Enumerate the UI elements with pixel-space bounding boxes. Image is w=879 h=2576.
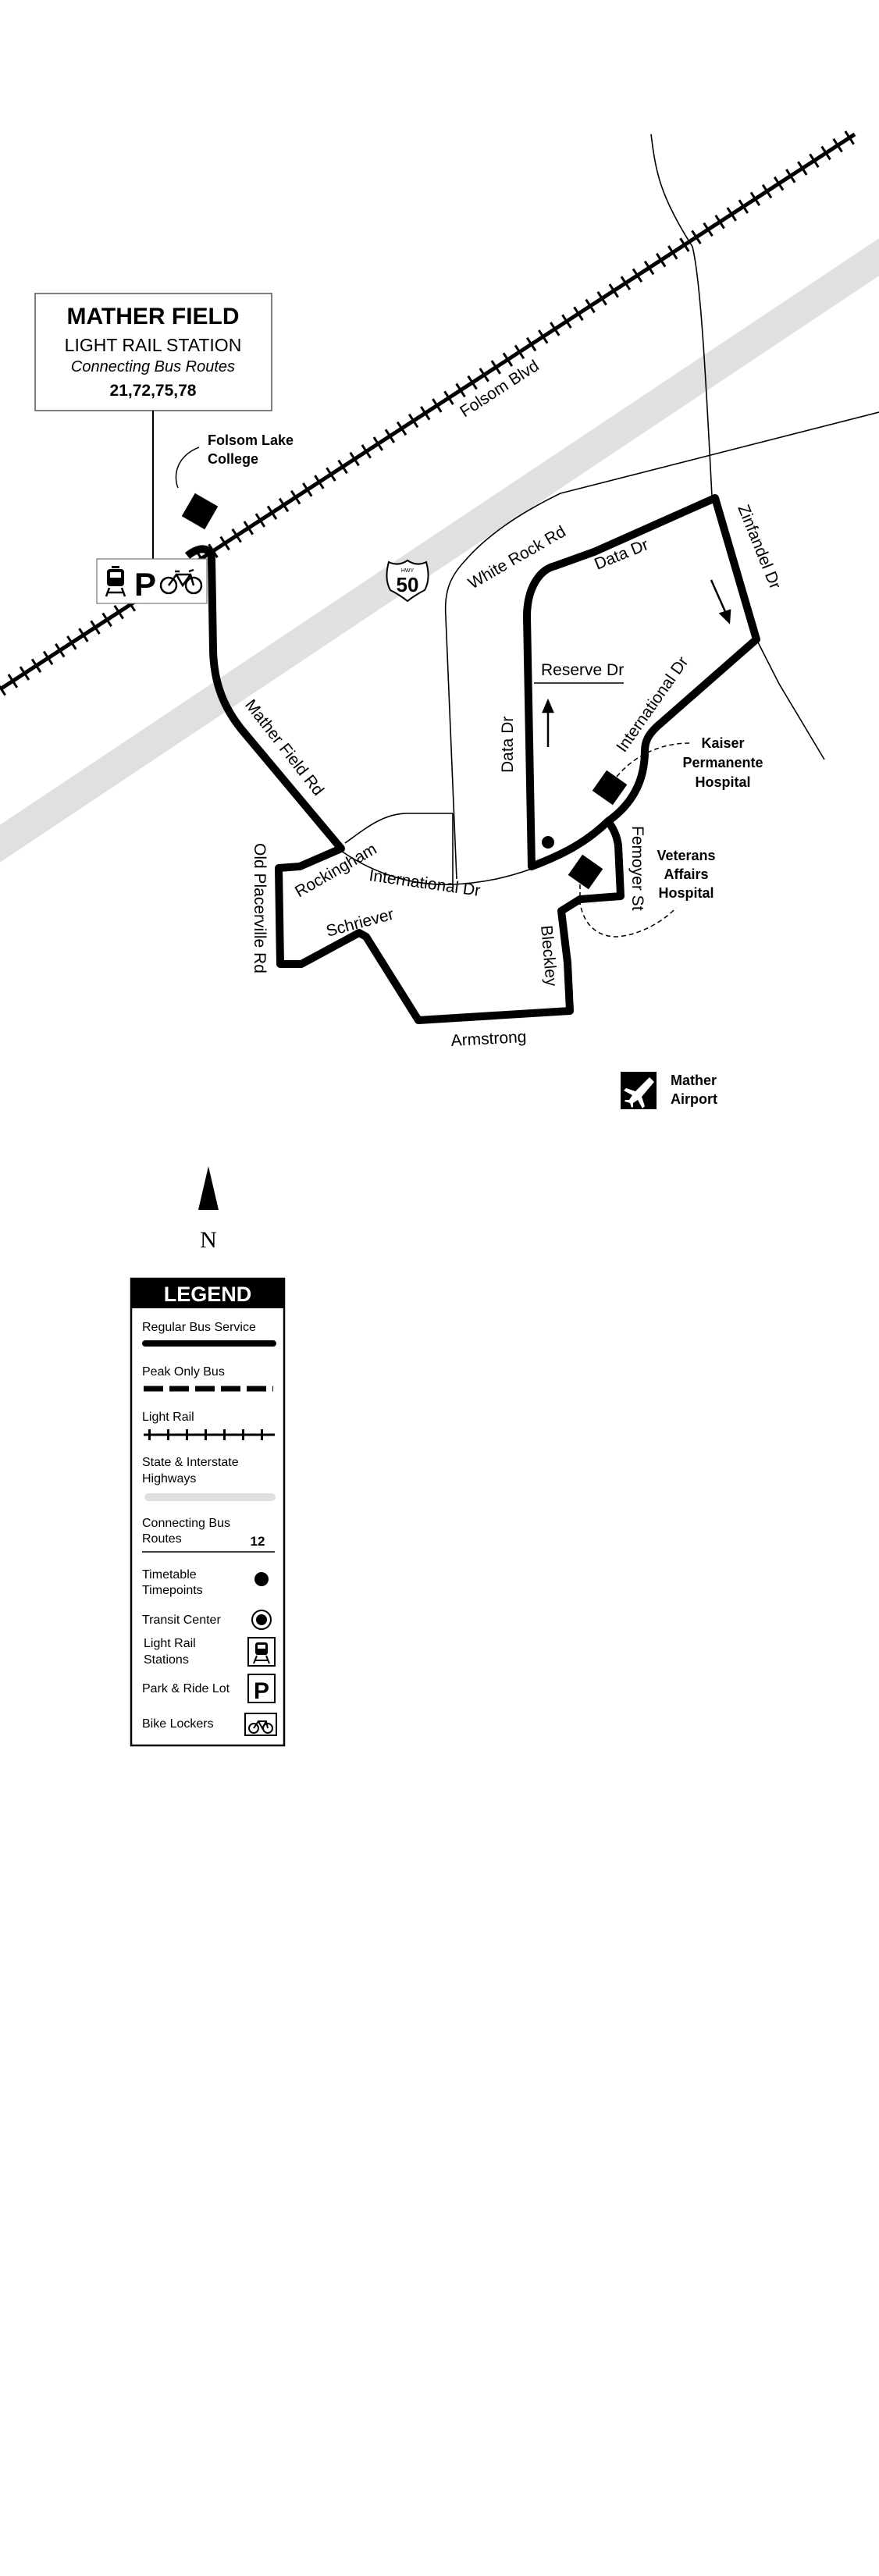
- legend-highways-2: Highways: [142, 1472, 196, 1485]
- shield-hwy-text: HWY: [401, 568, 415, 574]
- folsom-lake-college-marker: [181, 493, 219, 530]
- station-subtitle: LIGHT RAIL STATION: [65, 335, 242, 355]
- label-old-placerville-rd: Old Placerville Rd: [251, 843, 269, 973]
- legend-park-icon: P: [254, 1678, 269, 1704]
- legend-regular-bus: Regular Bus Service: [142, 1321, 256, 1334]
- connecting-routes-label: Connecting Bus Routes: [71, 358, 235, 375]
- timepoint-dot: [542, 836, 554, 849]
- legend-connecting-1: Connecting Bus: [142, 1517, 230, 1530]
- legend-lr-stations-1: Light Rail: [144, 1637, 196, 1650]
- veterans-marker: [568, 854, 603, 890]
- college-label-2: College: [208, 451, 258, 467]
- label-international-dr-south: International Dr: [368, 866, 481, 900]
- north-label: N: [200, 1227, 217, 1253]
- label-armstrong: Armstrong: [450, 1028, 527, 1050]
- kaiser-label-3: Hospital: [695, 774, 750, 790]
- legend-light-rail: Light Rail: [142, 1411, 194, 1424]
- station-info-box[interactable]: MATHER FIELD LIGHT RAIL STATION Connecti…: [34, 293, 272, 411]
- veterans-leader: [579, 884, 677, 938]
- veterans-label-3: Hospital: [658, 885, 714, 901]
- route-mather-field-segment: [184, 545, 625, 1024]
- airport-label-2: Airport: [671, 1091, 717, 1107]
- direction-arrow-up: [542, 698, 554, 747]
- station-amenities-box: P: [96, 558, 208, 604]
- label-femoyer-st: Femoyer St: [628, 826, 646, 911]
- bus-route: [184, 494, 760, 1024]
- kaiser-label-1: Kaiser: [701, 735, 744, 751]
- legend-transit-center-dot: [256, 1614, 267, 1625]
- legend-bike-icon: [244, 1713, 277, 1736]
- legend-light-rail-icon: [247, 1637, 276, 1667]
- legend-bike-lockers: Bike Lockers: [142, 1717, 214, 1731]
- college-leader: [175, 447, 200, 489]
- label-data-dr-west: Data Dr: [499, 717, 517, 773]
- north-arrow: N: [198, 1166, 219, 1253]
- kaiser-marker: [592, 770, 628, 806]
- light-rail-line: [0, 127, 859, 696]
- highway-50: [0, 238, 879, 863]
- legend-peak-bus: Peak Only Bus: [142, 1365, 225, 1379]
- kaiser-leader: [616, 742, 690, 777]
- legend-title: LEGEND: [164, 1283, 252, 1306]
- college-label-1: Folsom Lake: [208, 432, 294, 448]
- connecting-routes-list: 21,72,75,78: [110, 382, 197, 400]
- white-rock-road: [444, 411, 879, 880]
- kaiser-label-2: Permanente: [682, 755, 763, 770]
- shield-number: 50: [397, 573, 419, 596]
- legend-lr-stations-2: Stations: [144, 1653, 189, 1667]
- legend-park-ride: Park & Ride Lot: [142, 1682, 230, 1695]
- route-data-dr-loop: [523, 494, 760, 870]
- direction-arrow-down: [710, 579, 731, 624]
- legend-timepoints-1: Timetable: [142, 1568, 197, 1582]
- station-title: MATHER FIELD: [66, 304, 239, 329]
- legend-transit-center: Transit Center: [142, 1614, 221, 1627]
- rockingham-line: [344, 813, 453, 844]
- veterans-label-2: Affairs: [664, 866, 708, 882]
- airport-label-1: Mather: [671, 1073, 717, 1088]
- legend-connecting-2: Routes: [142, 1532, 182, 1546]
- light-rail-icon: [105, 566, 126, 597]
- minor-streets: [340, 133, 879, 885]
- bike-locker-icon: [159, 568, 203, 595]
- veterans-label-1: Veterans: [657, 848, 715, 863]
- label-reserve-dr: Reserve Dr: [541, 661, 624, 679]
- legend-timepoints-2: Timepoints: [142, 1584, 203, 1597]
- legend-highways-1: State & Interstate: [142, 1456, 239, 1469]
- legend-park-icon-box: [247, 1674, 276, 1703]
- international-dr-south-line: [340, 850, 532, 885]
- legend: LEGEND Regular Bus Service Peak Only Bus…: [130, 1277, 286, 1747]
- legend-timepoint-dot: [254, 1572, 269, 1586]
- airport-icon: [621, 1072, 657, 1109]
- label-bleckley: Bleckley: [537, 924, 560, 987]
- hwy-50-shield: HWY 50: [386, 559, 429, 603]
- legend-connecting-example: 12: [251, 1534, 265, 1549]
- park-and-ride-icon: P: [134, 566, 156, 603]
